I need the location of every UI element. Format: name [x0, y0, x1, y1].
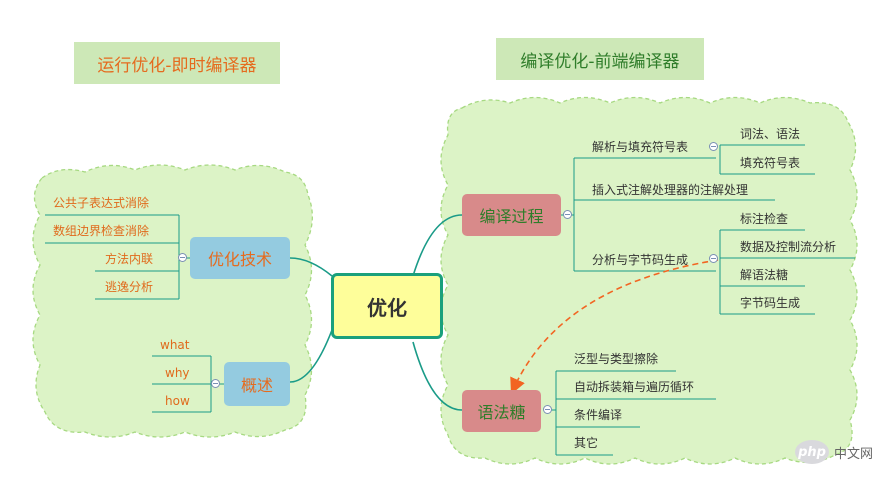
center-node[interactable]: 优化 — [331, 273, 443, 339]
title-runtime-optimization: 运行优化-即时编译器 — [74, 42, 280, 84]
watermark-logo: php — [795, 440, 829, 464]
watermark-text: 中文网 — [834, 446, 874, 462]
leaf-data-control-flow: 数据及控制流分析 — [740, 240, 837, 254]
leaf-array-bounds-check: 数组边界检查消除 — [53, 224, 150, 238]
leaf-desugar: 解语法糖 — [740, 268, 789, 282]
leaf-annotation-check: 标注检查 — [740, 212, 789, 226]
leaf-analysis-bytecode: 分析与字节码生成 — [592, 253, 689, 267]
collapse-overview-icon[interactable] — [211, 379, 220, 388]
leaf-lexical-syntax: 词法、语法 — [740, 127, 801, 141]
leaf-why: why — [165, 366, 190, 380]
leaf-generics-erasure: 泛型与类型擦除 — [574, 352, 659, 366]
leaf-parse-symbol-table: 解析与填充符号表 — [592, 140, 689, 154]
dashed-relation-arrow — [510, 259, 719, 395]
node-optimization-techniques[interactable]: 优化技术 — [190, 237, 290, 279]
title-compile-optimization: 编译优化-前端编译器 — [496, 38, 704, 80]
leaf-others: 其它 — [574, 436, 599, 450]
collapse-sugar-icon[interactable] — [543, 405, 552, 414]
node-compile-process[interactable]: 编译过程 — [462, 194, 561, 236]
leaf-fill-symbol-table: 填充符号表 — [740, 156, 801, 170]
node-overview[interactable]: 概述 — [224, 362, 290, 406]
collapse-parse-icon[interactable] — [709, 142, 718, 151]
leaf-annotation-processing: 插入式注解处理器的注解处理 — [592, 183, 749, 197]
collapse-techniques-icon[interactable] — [178, 253, 187, 262]
node-syntax-sugar[interactable]: 语法糖 — [462, 390, 541, 432]
leaf-how: how — [165, 394, 190, 408]
leaf-what: what — [160, 338, 190, 352]
leaf-common-subexpression: 公共子表达式消除 — [53, 196, 150, 210]
process-branch-lines — [561, 144, 855, 315]
main-connectors — [289, 214, 463, 411]
leaf-escape-analysis: 逃逸分析 — [105, 280, 154, 294]
collapse-process-icon[interactable] — [563, 210, 572, 219]
collapse-analysis-icon[interactable] — [709, 254, 718, 263]
watermark: php 中文网 — [795, 440, 873, 464]
cloud-right-background — [440, 96, 858, 465]
leaf-method-inlining: 方法内联 — [105, 252, 154, 266]
leaf-conditional-compile: 条件编译 — [574, 408, 623, 422]
leaf-bytecode-generation: 字节码生成 — [740, 296, 801, 310]
leaf-autoboxing-foreach: 自动拆装箱与遍历循环 — [574, 380, 695, 394]
sugar-branch-lines — [547, 370, 716, 456]
